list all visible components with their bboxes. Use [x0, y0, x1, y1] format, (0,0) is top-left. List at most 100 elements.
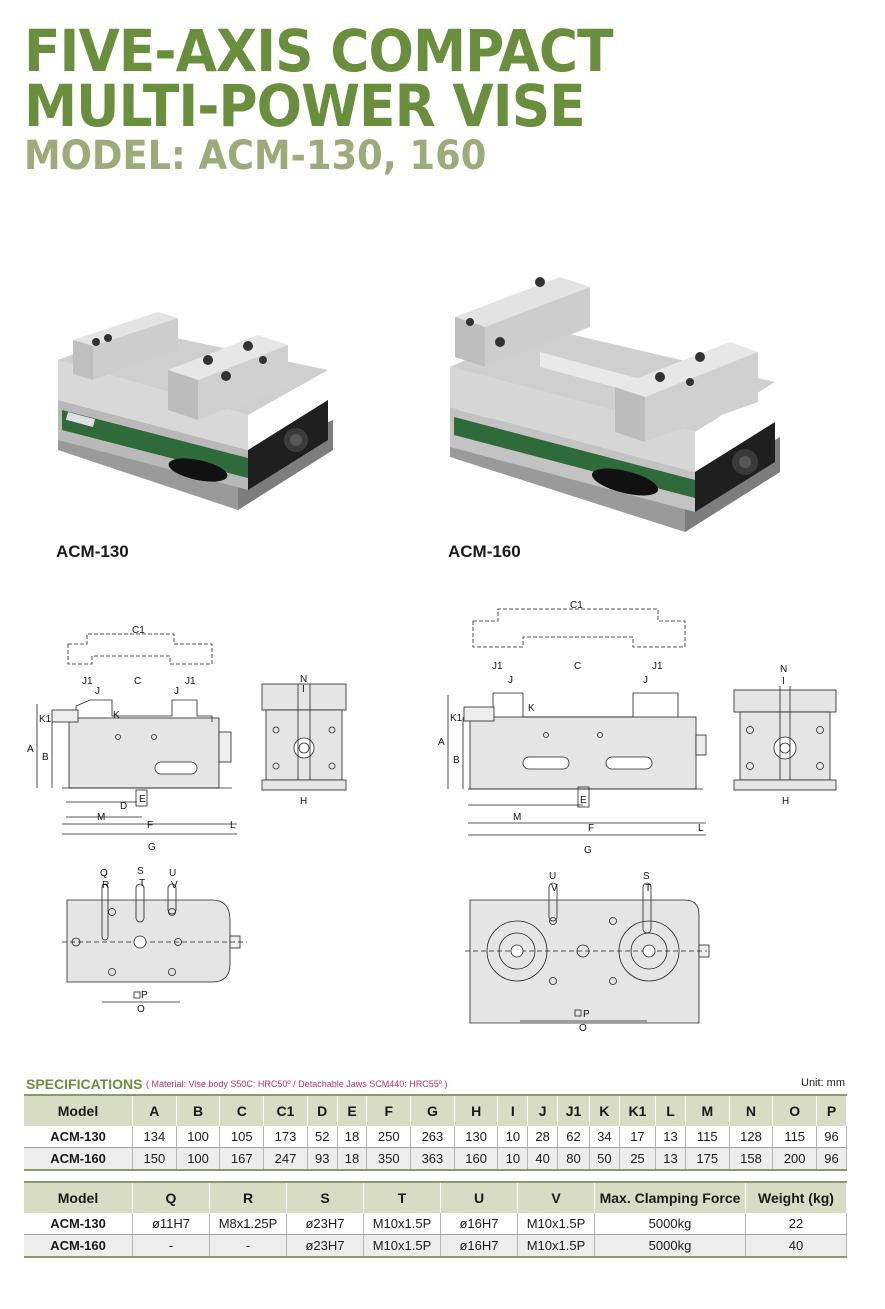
title-line-1: FIVE-AXIS COMPACT [24, 17, 613, 85]
label-s-130: S [137, 866, 144, 877]
cell: 96 [816, 1126, 847, 1148]
label-t-130: T [139, 878, 145, 889]
cell: 150 [132, 1147, 177, 1171]
cell: - [209, 1234, 287, 1258]
label-a: A [27, 744, 34, 755]
cell: 130 [454, 1126, 499, 1148]
label-s-160: S [643, 871, 650, 882]
cell: 13 [655, 1126, 686, 1148]
dimension-labels-side-130: C1 J1 C J1 J J K K1 A B D E M F L G [27, 625, 236, 853]
label-k-160: K [528, 703, 535, 714]
header-q: Q [132, 1182, 210, 1213]
model-line: MODEL: ACM-130, 160 [24, 133, 487, 179]
header-k1: K1 [619, 1095, 657, 1126]
cell: 105 [219, 1126, 265, 1148]
cell: 5000kg [594, 1213, 746, 1235]
cell: 18 [337, 1147, 368, 1171]
label-f-160: F [588, 823, 594, 834]
label-b-160: B [453, 755, 460, 766]
header-l: L [655, 1095, 686, 1126]
label-v-130: V [171, 880, 178, 891]
cell: 13 [655, 1147, 686, 1171]
label-c1-160: C1 [570, 600, 583, 611]
header-d: D [307, 1095, 338, 1126]
cell: 100 [176, 1126, 221, 1148]
cell-model: ACM-130 [24, 1126, 133, 1148]
label-o-160: O [579, 1023, 587, 1034]
bottom-view-drawing-acm-130: Q R S T U V P O [62, 866, 247, 1015]
bottom-view-drawing-acm-160: U V S T P O [465, 871, 710, 1034]
table-header-row: Model A B C C1 D E F G H I J J1 K K1 L M… [24, 1095, 847, 1126]
header-j: J [527, 1095, 559, 1126]
cell-model: ACM-160 [24, 1234, 133, 1258]
cell: 96 [816, 1147, 847, 1171]
label-d: D [120, 801, 127, 812]
cell: 40 [527, 1147, 559, 1171]
label-b: B [42, 752, 49, 763]
cell: 350 [366, 1147, 412, 1171]
header-h: H [454, 1095, 499, 1126]
header-s: S [286, 1182, 364, 1213]
label-r: R [102, 880, 109, 891]
header-c: C [219, 1095, 265, 1126]
cell: 115 [772, 1126, 818, 1148]
vise-photo-acm-130 [58, 312, 333, 510]
material-note: ( Material: Vise body S50C: HRC50º / Det… [146, 1079, 448, 1089]
cell: 363 [410, 1147, 455, 1171]
header-c1: C1 [263, 1095, 308, 1126]
cell-model: ACM-160 [24, 1147, 133, 1171]
cell: ø16H7 [440, 1234, 518, 1258]
cell: 50 [589, 1147, 620, 1171]
cell: ø11H7 [132, 1213, 210, 1235]
label-l-160: L [698, 823, 704, 834]
cell: ø23H7 [286, 1234, 364, 1258]
label-c: C [134, 676, 141, 687]
label-g: G [148, 842, 156, 853]
caption-acm-130: ACM-130 [56, 542, 129, 561]
cell: M10x1.5P [363, 1234, 441, 1258]
table-row: ACM-160 - - ø23H7 M10x1.5P ø16H7 M10x1.5… [24, 1234, 847, 1258]
cell: 160 [454, 1147, 499, 1171]
cell: 40 [745, 1234, 847, 1258]
cell: 62 [557, 1126, 590, 1148]
header-weight: Weight (kg) [745, 1182, 847, 1213]
title-line-2: MULTI-POWER VISE [24, 72, 586, 140]
cell: 17 [619, 1126, 657, 1148]
label-i-130: I [302, 684, 305, 695]
table-header-row: Model Q R S T U V Max. Clamping Force We… [24, 1182, 847, 1213]
header-o: O [772, 1095, 818, 1126]
label-l: L [230, 820, 236, 831]
spec-table-dimensions: Model A B C C1 D E F G H I J J1 K K1 L M… [24, 1094, 847, 1171]
header-r: R [209, 1182, 287, 1213]
label-m-160: M [513, 812, 521, 823]
spec-table-features: Model Q R S T U V Max. Clamping Force We… [24, 1181, 847, 1258]
cell: M8x1.25P [209, 1213, 287, 1235]
header-n: N [729, 1095, 774, 1126]
cell: ø23H7 [286, 1213, 364, 1235]
label-j1-right: J1 [185, 676, 196, 687]
header-t: T [363, 1182, 441, 1213]
cell: 100 [176, 1147, 221, 1171]
end-view-drawing-acm-130: N I H [261, 674, 347, 807]
header-f: F [366, 1095, 412, 1126]
header-e: E [337, 1095, 368, 1126]
header-j1: J1 [557, 1095, 590, 1126]
label-g-160: G [584, 845, 592, 856]
cell: ø16H7 [440, 1213, 518, 1235]
cell: 200 [772, 1147, 818, 1171]
label-o-130: O [137, 1004, 145, 1015]
cell: 247 [263, 1147, 308, 1171]
label-h-160: H [782, 796, 789, 807]
label-j1-left: J1 [82, 676, 93, 687]
header-p: P [816, 1095, 847, 1126]
header-u: U [440, 1182, 518, 1213]
header-model: Model [24, 1182, 133, 1213]
label-u-130: U [169, 868, 176, 879]
label-c1: C1 [132, 625, 145, 636]
caption-acm-160: ACM-160 [448, 542, 521, 561]
label-p-130: P [141, 990, 148, 1001]
cell: 10 [497, 1126, 529, 1148]
cell: 158 [729, 1147, 774, 1171]
header-v: V [517, 1182, 595, 1213]
cell: 167 [219, 1147, 265, 1171]
